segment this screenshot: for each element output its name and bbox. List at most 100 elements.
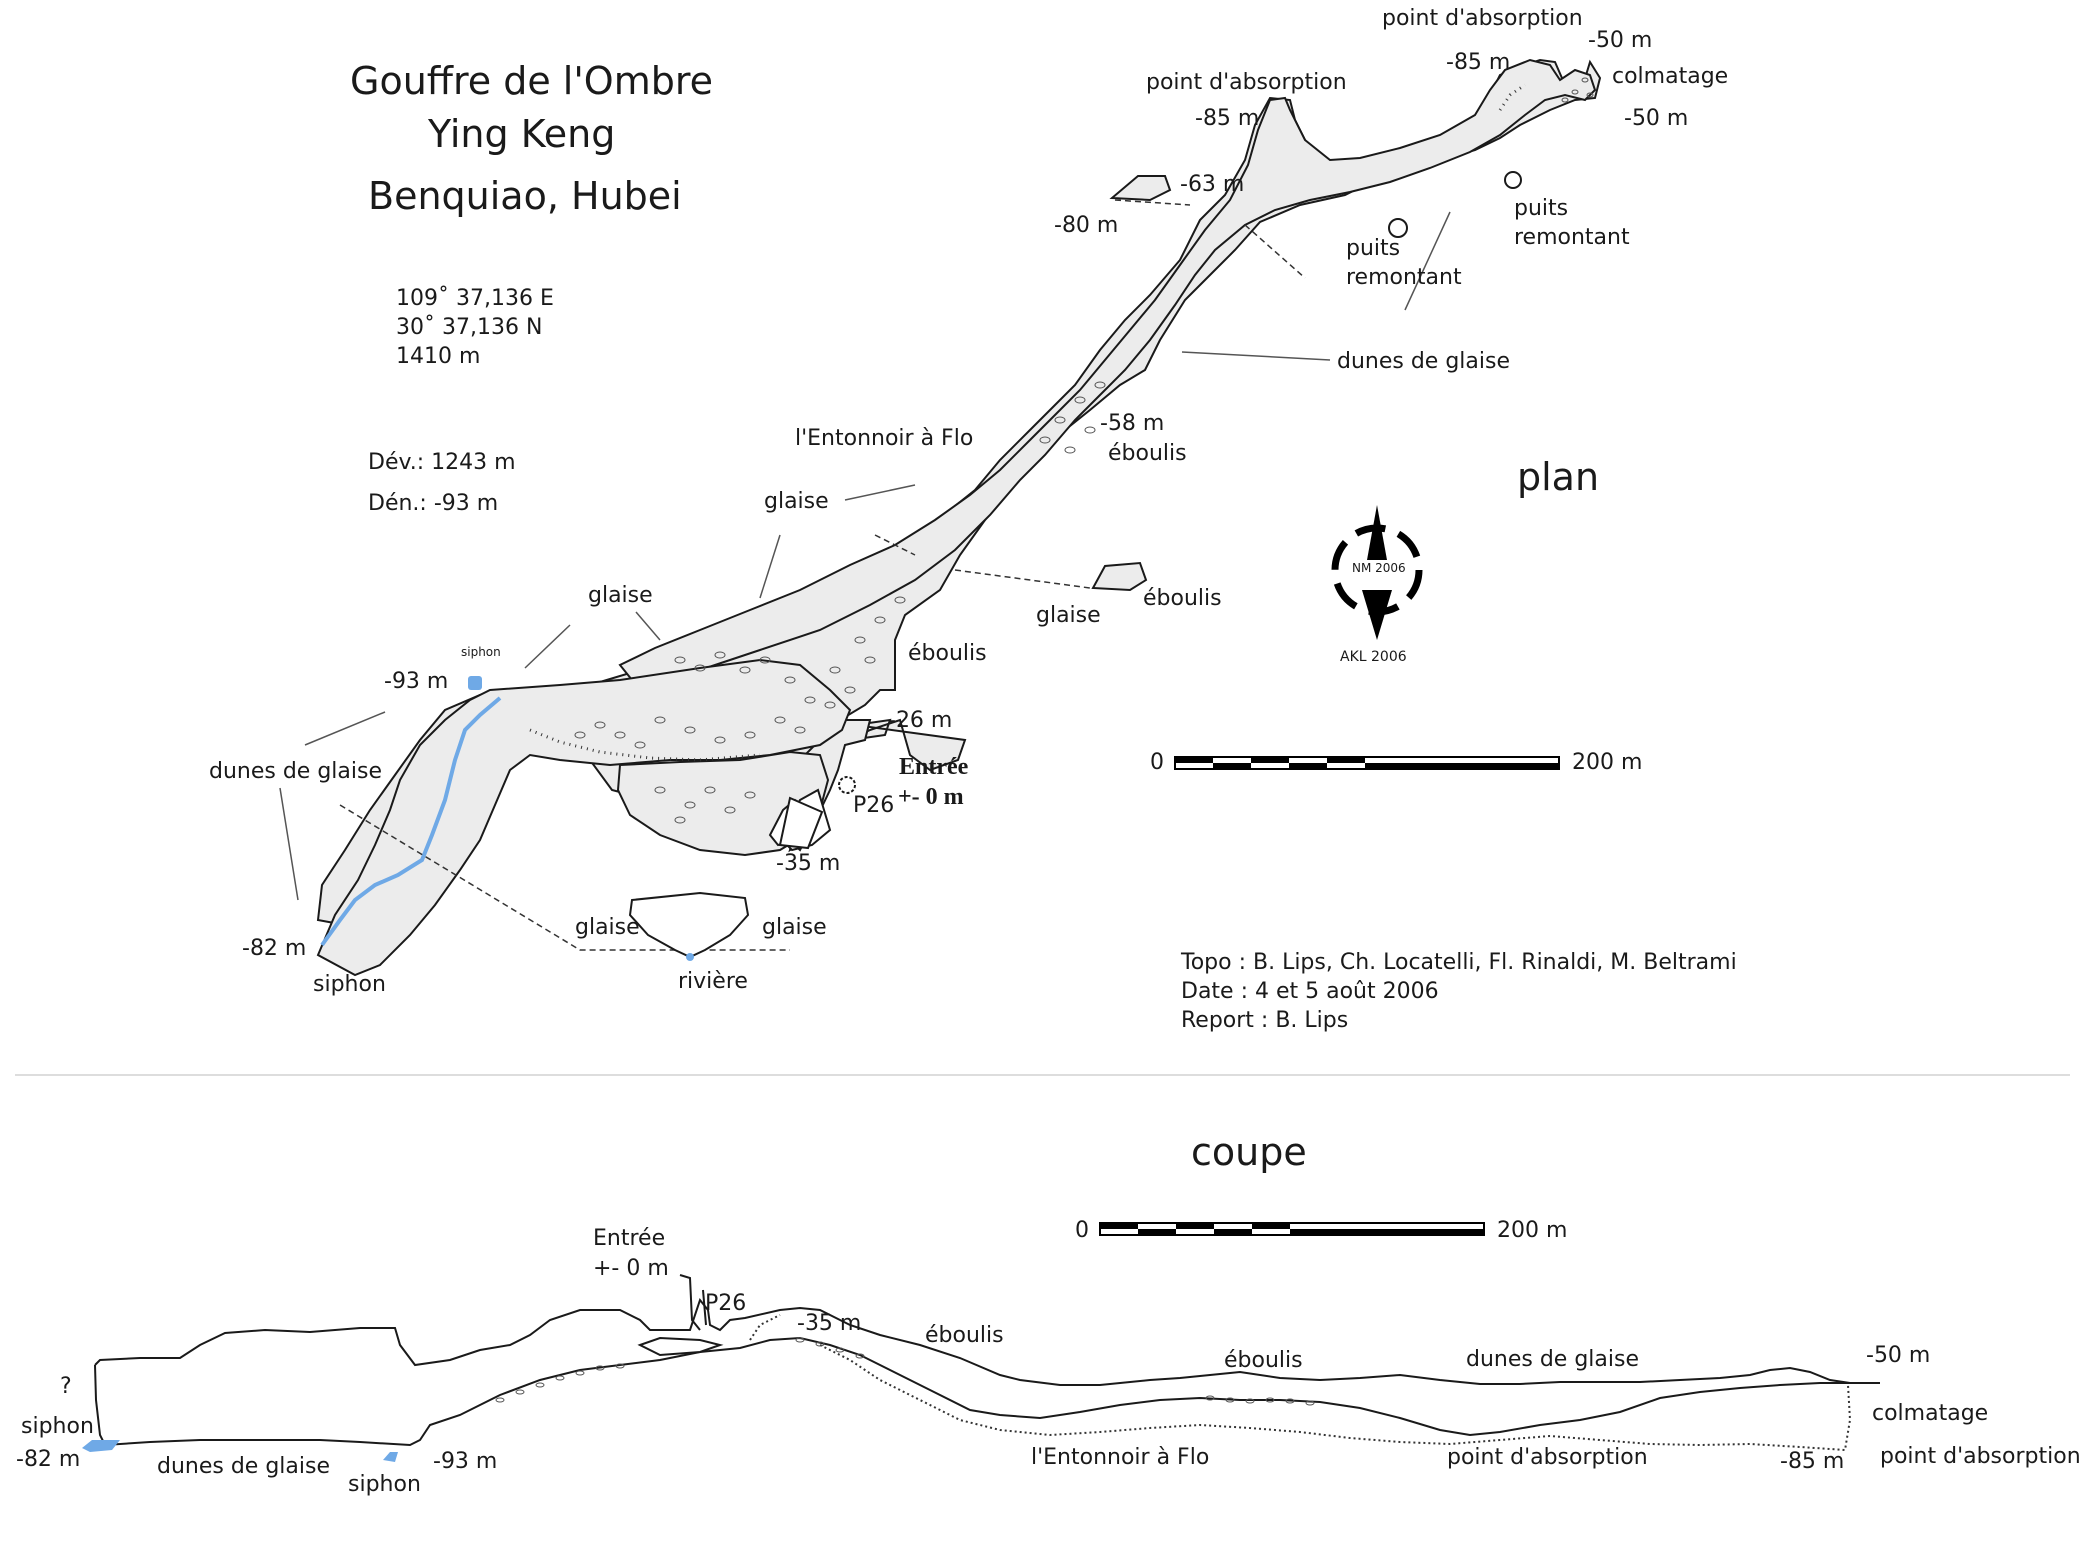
plan-label-entree: Entrée [899,754,969,780]
coupe-label-entonnoir: l'Entonnoir à Flo [1031,1445,1210,1470]
plan-label-glaise-section-left: glaise [575,915,640,940]
coupe-label-siphon-mid: siphon [348,1472,421,1497]
plan-wall-dotted-2 [1498,83,1526,111]
compass-north-label: NM 2006 [1352,561,1406,575]
plan-label-glaise-section-right: glaise [762,915,827,940]
plan-rubble-pattern [574,77,1594,824]
plan-label-eboulis-side: éboulis [1143,586,1222,611]
coupe-label-dunes-glaise-right: dunes de glaise [1466,1347,1640,1372]
plan-label-siphon-top: siphon [461,645,501,659]
plan-label-minus50-top: -50 m [1588,28,1653,53]
plan-west-chamber [316,658,852,977]
coupe-label-minus93: -93 m [433,1449,498,1474]
coupe-label-minus35: -35 m [797,1311,862,1336]
coupe-view [82,1222,1880,1462]
coupe-rubble-pattern [495,1337,1315,1406]
plan-leader-lines [279,211,1451,901]
plan-heading: plan [1517,455,1600,499]
plan-label-dunes-glaise-left: dunes de glaise [209,759,383,784]
coordinates-longitude: 109˚ 37,136 E [396,286,554,311]
coupe-label-dunes-glaise-left: dunes de glaise [157,1454,331,1479]
plan-siphon-top-water [468,676,482,690]
credits-topo: Topo : B. Lips, Ch. Locatelli, Fl. Rinal… [1181,950,1737,975]
coupe-label-minus82: -82 m [16,1447,81,1472]
plan-label-puits-1b: remontant [1346,265,1462,290]
plan-label-minus93: -93 m [384,669,449,694]
coupe-label-point-absorption-mid: point d'absorption [1447,1445,1648,1470]
plan-side-chamber-eboulis [1091,561,1148,592]
plan-riviere-water [686,953,694,961]
coupe-label-minus50: -50 m [1866,1343,1931,1368]
plan-label-minus50-right: -50 m [1624,106,1689,131]
coupe-floor [94,1336,1850,1447]
plan-label-colmatage: colmatage [1612,64,1729,89]
coupe-label-point-absorption-right: point d'absorption [1880,1444,2081,1469]
compass-author: AKL 2006 [1340,649,1407,665]
plan-label-point-absorption-top: point d'absorption [1382,6,1583,31]
coupe-siphon-mid-water [383,1452,398,1462]
coupe-label-p26: P26 [705,1291,747,1316]
credits-date: Date : 4 et 5 août 2006 [1181,979,1439,1004]
plan-label-minus58: -58 m [1100,411,1165,436]
plan-river [320,696,502,947]
plan-label-dunes-glaise-right: dunes de glaise [1337,349,1511,374]
coupe-ceiling [94,1297,1880,1386]
plan-label-minus26: -26 m [888,708,953,733]
plan-shaft-down [778,796,824,850]
coupe-scale-start: 0 [1075,1218,1089,1243]
plan-label-minus85-left: -85 m [1195,106,1260,131]
plan-label-puits-2a: puits [1514,196,1569,221]
coupe-label-entree-depth: +- 0 m [593,1256,669,1281]
plan-label-glaise-side: glaise [1036,603,1101,628]
coupe-label-minus85: -85 m [1780,1449,1845,1474]
plan-label-entree-depth: +- 0 m [898,784,964,810]
coupe-scale-end: 200 m [1497,1218,1568,1243]
plan-small-chamber-80 [1109,175,1172,202]
plan-label-riviere: rivière [678,969,748,994]
plan-label-minus85-top: -85 m [1446,50,1511,75]
plan-view [279,58,1602,977]
credits-report: Report : B. Lips [1181,1008,1349,1033]
coupe-entrance-chamber [637,1336,724,1357]
title-line-2: Ying Keng [428,112,616,156]
coupe-siphon-left-water [82,1440,120,1452]
plan-label-entonnoir: l'Entonnoir à Flo [795,426,974,451]
title-line-3: Benquiao, Hubei [368,174,682,218]
coupe-dotted-chimney [749,1314,781,1341]
plan-passage-northeast [618,58,1597,692]
coordinates-latitude: 30˚ 37,136 N [396,315,543,340]
coupe-scale-bar [1099,1222,1485,1236]
plan-scale-bar [1174,756,1560,770]
coordinates-altitude: 1410 m [396,344,481,369]
plan-label-point-absorption-left: point d'absorption [1146,70,1347,95]
plan-label-minus82: -82 m [242,936,307,961]
plan-cross-section-riviere [628,891,750,959]
coupe-entrance-shaft [679,1274,707,1331]
plan-shaft-p26 [838,776,856,794]
plan-label-minus63: -63 m [1180,172,1245,197]
plan-label-minus35: -35 m [776,851,841,876]
plan-label-minus80: -80 m [1054,213,1119,238]
coupe-label-eboulis-1: éboulis [925,1323,1004,1348]
stats-denivelation: Dén.: -93 m [368,491,499,516]
plan-section-lines [339,199,1306,951]
coupe-label-eboulis-2: éboulis [1224,1348,1303,1373]
compass-north-arrow [1331,505,1423,640]
stats-development: Dév.: 1243 m [368,450,516,475]
coupe-label-entree: Entrée [593,1226,666,1251]
coupe-heading: coupe [1191,1130,1307,1174]
plan-label-eboulis-mid: éboulis [908,641,987,666]
plan-label-eboulis-58: éboulis [1108,441,1187,466]
coupe-label-question: ? [60,1374,72,1399]
plan-shaft-1 [1388,218,1408,238]
coupe-label-siphon-left: siphon [21,1414,94,1439]
title-line-1: Gouffre de l'Ombre [350,59,714,103]
plan-label-puits-1a: puits [1346,236,1401,261]
plan-label-p26: P26 [853,793,895,818]
coupe-lower-dotted-profile [819,1344,1852,1452]
plan-scale-start: 0 [1150,750,1164,775]
plan-label-glaise-left: glaise [588,583,653,608]
plan-label-siphon-bottom: siphon [313,972,386,997]
coupe-label-colmatage: colmatage [1872,1401,1989,1426]
